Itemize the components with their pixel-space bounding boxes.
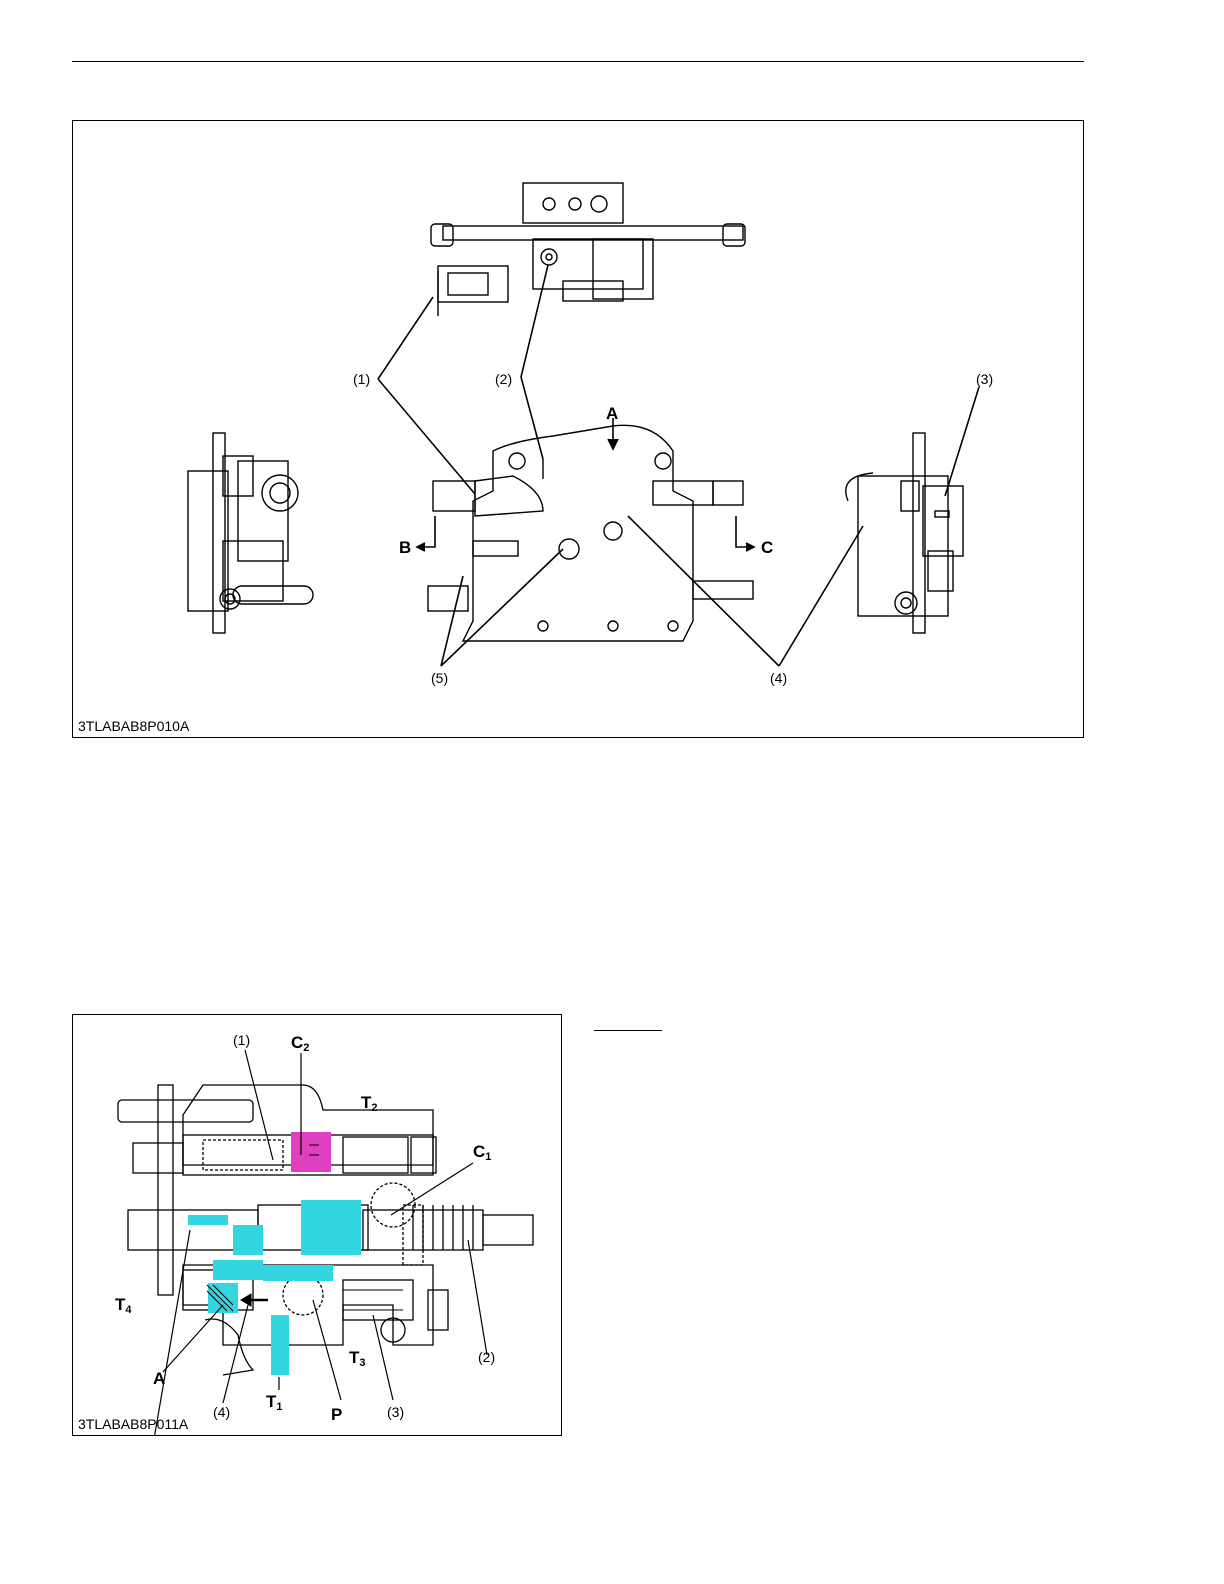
valve-exterior-drawing: (1) (2) (3) (4) (5) A B C — [73, 121, 1083, 737]
port-t2-label: T2 — [361, 1093, 378, 1114]
callout-4: (4) — [213, 1404, 230, 1420]
port-t4-label: T4 — [115, 1295, 132, 1316]
left-view-drawing — [188, 433, 313, 633]
figure-id: 3TLABAB8P011A — [78, 1416, 188, 1432]
port-c2-label: C2 — [291, 1033, 309, 1054]
callout-2: (2) — [495, 371, 512, 387]
port-t1-label: T1 — [266, 1392, 283, 1413]
oil-tank-passages — [188, 1200, 361, 1375]
port-t3-label: T3 — [349, 1348, 366, 1369]
port-a-label: A — [153, 1369, 165, 1388]
figure-valve-section: (1) (2) (3) (4) C2 T2 C1 T4 T3 T1 A P 3T… — [72, 1014, 562, 1436]
callout-5: (5) — [431, 670, 448, 686]
callout-3: (3) — [976, 371, 993, 387]
callout-1: (1) — [233, 1032, 250, 1048]
callout-3: (3) — [387, 1404, 404, 1420]
port-b-label: B — [399, 538, 411, 557]
callout-1: (1) — [353, 371, 370, 387]
callout-2: (2) — [478, 1349, 495, 1365]
port-a-label: A — [606, 404, 618, 423]
right-view-drawing — [846, 433, 963, 633]
oil-pressure-passages — [291, 1132, 331, 1172]
front-view-drawing — [428, 425, 753, 641]
valve-section-drawing: (1) (2) (3) (4) C2 T2 C1 T4 T3 T1 A P — [73, 1015, 561, 1435]
port-c-label: C — [761, 538, 773, 557]
figure-id: 3TLABAB8P010A — [78, 718, 189, 734]
port-c1-label: C1 — [473, 1142, 491, 1163]
header-rule — [72, 61, 1084, 62]
port-p-label: P — [331, 1405, 342, 1424]
text-column-rule — [594, 1030, 662, 1031]
callout-4: (4) — [770, 670, 787, 686]
figure-valve-exterior: (1) (2) (3) (4) (5) A B C 3TLABAB8P010A — [72, 120, 1084, 738]
top-view-drawing — [431, 183, 745, 316]
